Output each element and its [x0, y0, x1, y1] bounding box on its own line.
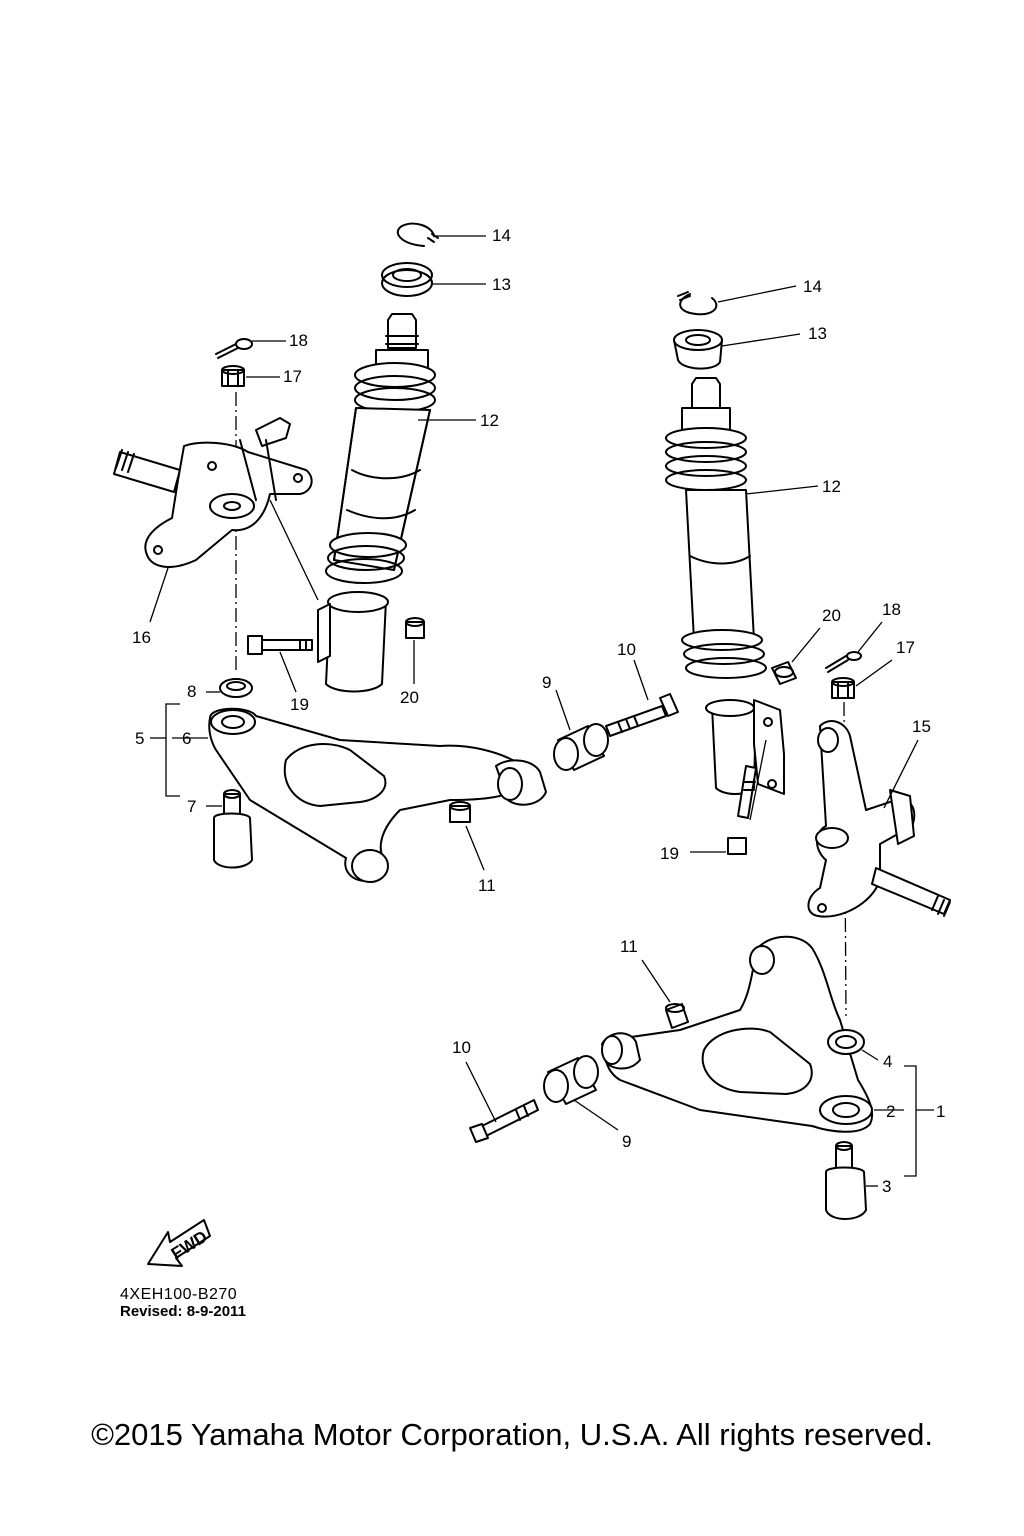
revised-date: Revised: 8-9-2011	[120, 1303, 246, 1320]
diagram-reference: 4XEH100-B270 Revised: 8-9-2011	[120, 1286, 246, 1320]
bushing-part-9-left	[553, 689, 609, 771]
callout-2: 2	[886, 1102, 895, 1121]
shock-absorber-part-12-right	[665, 377, 819, 795]
spring-seat-part-13-right	[673, 329, 801, 370]
callout-13-left: 13	[492, 275, 511, 294]
group-bracket-right	[904, 1065, 934, 1177]
callout-15: 15	[912, 717, 931, 736]
callout-19-right: 19	[660, 844, 679, 863]
callout-9-left: 9	[542, 673, 551, 692]
circlip-part-4	[827, 1029, 879, 1061]
diagram-code: 4XEH100-B270	[120, 1286, 238, 1303]
callout-12-left: 12	[480, 411, 499, 430]
callout-20-right: 20	[822, 606, 841, 625]
circlip-part-8	[206, 678, 253, 698]
steering-knuckle-part-15-right	[807, 720, 951, 918]
callout-10-right: 10	[452, 1038, 471, 1057]
lower-arm-part-6-left	[172, 707, 547, 883]
callout-1: 1	[936, 1102, 945, 1121]
ball-joint-part-3	[825, 1141, 878, 1220]
cotter-pin-part-18-right	[825, 621, 883, 673]
callout-14-left: 14	[492, 226, 511, 245]
callout-11-left: 11	[478, 876, 496, 895]
ball-joint-part-7	[206, 789, 253, 869]
copyright-notice: ©2015 Yamaha Motor Corporation, U.S.A. A…	[91, 1417, 933, 1452]
callout-12-right: 12	[822, 477, 841, 496]
steering-knuckle-part-16-left	[113, 417, 319, 623]
bushing-part-9-right	[543, 1055, 619, 1131]
callout-13-right: 13	[808, 324, 827, 343]
callout-11-right: 11	[620, 937, 638, 956]
callout-10-left: 10	[617, 640, 636, 659]
callout-8: 8	[187, 682, 196, 701]
castle-nut-part-17-left	[221, 365, 280, 672]
circlip-part-14-left	[396, 222, 486, 247]
cotter-pin-part-18-left	[215, 338, 286, 359]
bolt-part-10-right	[465, 1061, 539, 1143]
spring-seat-part-13-left	[381, 262, 486, 297]
circlip-part-14-right	[677, 285, 797, 316]
callout-18-right: 18	[882, 600, 901, 619]
nut-part-20-right	[771, 627, 821, 685]
callout-4: 4	[883, 1052, 892, 1071]
callout-5: 5	[135, 729, 144, 748]
callout-9-right: 9	[622, 1132, 631, 1151]
lower-arm-part-2-right	[601, 935, 904, 1133]
callout-17-left: 17	[283, 367, 302, 386]
callout-19-left: 19	[290, 695, 309, 714]
callout-7: 7	[187, 797, 196, 816]
callout-6: 6	[182, 729, 191, 748]
callout-18-left: 18	[289, 331, 308, 350]
callout-16: 16	[132, 628, 151, 647]
fwd-arrow-icon: FWD	[147, 1219, 211, 1267]
callout-3: 3	[882, 1177, 891, 1196]
nut-part-11-right	[641, 959, 689, 1029]
group-bracket-left	[150, 703, 180, 797]
callout-14-right: 14	[803, 277, 822, 296]
bolt-part-10-left	[605, 659, 679, 737]
callout-20-left: 20	[400, 688, 419, 707]
bolt-part-19-left	[247, 635, 313, 693]
shock-absorber-part-12-left	[317, 313, 476, 693]
callout-17-right: 17	[896, 638, 915, 657]
nut-part-20-left	[405, 617, 425, 684]
nut-part-11-left	[449, 801, 485, 871]
bolt-part-19-right	[690, 739, 767, 855]
